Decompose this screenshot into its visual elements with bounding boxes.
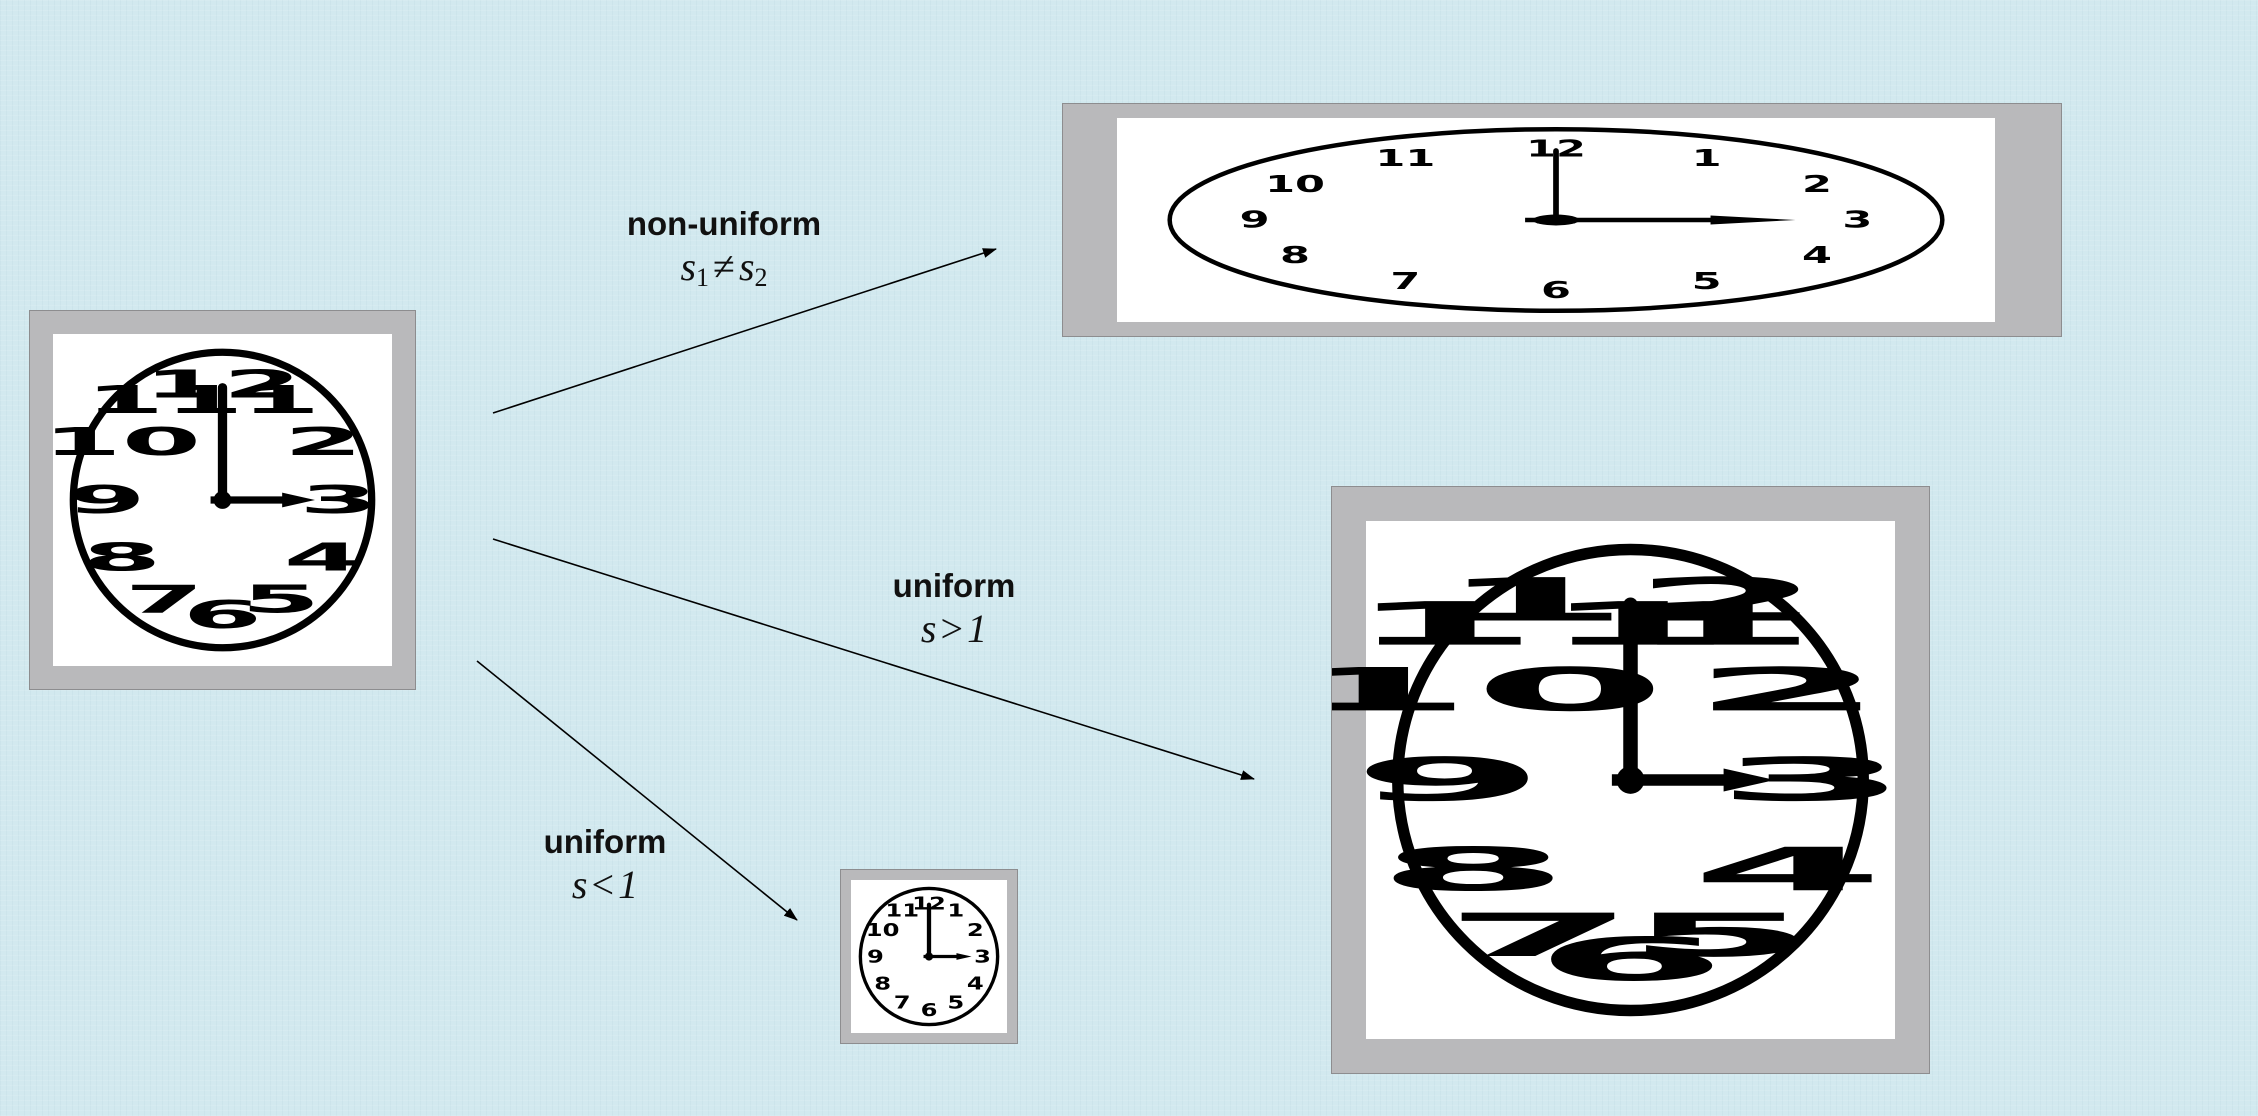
clock-numeral: 3 xyxy=(1842,206,1872,233)
label-uniform-shrink: uniform s<1 xyxy=(505,822,705,908)
clock-rim xyxy=(73,352,371,647)
clock-numeral: 10 xyxy=(866,920,900,941)
hour-hand-tip xyxy=(1723,768,1775,792)
clock-numeral: 6 xyxy=(183,593,262,637)
label-uniform-shrink-title: uniform xyxy=(543,823,667,860)
shrunk-clock-frame: 121234567891011 xyxy=(840,869,1018,1044)
hour-hand-tip xyxy=(1710,215,1796,225)
hour-hand-tip xyxy=(956,953,972,960)
label-uniform-shrink-condition: s<1 xyxy=(571,862,639,907)
clock-numeral: 1 xyxy=(241,378,320,422)
clock-numeral: 4 xyxy=(284,535,363,579)
clock-numeral: 6 xyxy=(1534,925,1727,994)
clock-numeral: 6 xyxy=(1541,277,1571,304)
clock-numeral: 9 xyxy=(1352,745,1545,814)
clock-icon: 121234567891011 xyxy=(1063,104,2061,336)
label-non-uniform: non-uniform s1≠s2 xyxy=(604,204,844,301)
label-non-uniform-condition: s1≠s2 xyxy=(680,244,768,292)
original-clock-frame: 121234567891011 xyxy=(29,310,416,690)
clock-numeral: 4 xyxy=(1802,242,1832,269)
clock-numeral: 2 xyxy=(284,420,363,464)
label-uniform-enlarge: uniform s>1 xyxy=(854,566,1054,652)
clock-numeral: 7 xyxy=(125,578,204,622)
clock-numeral: 8 xyxy=(82,535,161,579)
clock-numeral: 2 xyxy=(1691,656,1884,725)
clock-numeral: 3 xyxy=(974,946,991,967)
clock-numeral: 2 xyxy=(1802,171,1832,198)
clock-numeral: 1 xyxy=(947,900,964,921)
hour-hand-tip xyxy=(282,492,315,508)
clock-icon: 121234567891011 xyxy=(1332,487,1909,1073)
clock-numeral: 7 xyxy=(1390,268,1420,295)
clock-rim xyxy=(1170,129,1943,311)
clock-numeral: 11 xyxy=(1375,145,1435,172)
clock-numeral: 8 xyxy=(1377,835,1570,904)
clock-numeral: 2 xyxy=(967,920,984,941)
label-uniform-enlarge-condition: s>1 xyxy=(920,606,988,651)
clock-center xyxy=(1532,214,1580,226)
clock-numeral: 10 xyxy=(1332,656,1667,725)
label-uniform-enlarge-title: uniform xyxy=(892,567,1016,604)
clock-numeral: 5 xyxy=(947,992,964,1013)
clock-numeral: 6 xyxy=(921,999,938,1020)
clock-rim xyxy=(860,888,997,1024)
enlarged-clock-frame: 121234567891011 xyxy=(1331,486,1930,1074)
label-non-uniform-title: non-uniform xyxy=(626,205,822,242)
clock-numeral: 8 xyxy=(874,973,891,994)
clock-numeral: 4 xyxy=(967,973,984,994)
clock-numeral: 11 xyxy=(1346,590,1732,659)
clock-icon: 121234567891011 xyxy=(841,870,1017,1043)
clock-numeral: 5 xyxy=(1625,901,1818,970)
clock-center xyxy=(1616,766,1645,794)
clock-numeral: 10 xyxy=(42,420,201,464)
clock-numeral: 11 xyxy=(885,900,919,921)
clock-numeral: 9 xyxy=(1240,206,1270,233)
clock-numeral: 7 xyxy=(894,992,911,1013)
clock-icon: 121234567891011 xyxy=(42,311,415,689)
clock-rim xyxy=(1398,549,1864,1010)
clock-numeral: 10 xyxy=(1265,171,1325,198)
clock-center xyxy=(213,491,232,509)
clock-numeral: 5 xyxy=(1692,268,1722,295)
clock-numeral: 4 xyxy=(1691,835,1884,904)
clock-center xyxy=(924,952,934,961)
clock-numeral: 11 xyxy=(85,378,244,422)
clock-numeral: 1 xyxy=(1692,145,1722,172)
clock-numeral: 7 xyxy=(1443,901,1636,970)
clock-numeral: 5 xyxy=(241,578,320,622)
non-uniform-clock-frame: 121234567891011 xyxy=(1062,103,2062,337)
clock-numeral: 9 xyxy=(867,946,884,967)
clock-numeral: 1 xyxy=(1625,590,1818,659)
clock-numeral: 8 xyxy=(1280,242,1310,269)
clock-numeral: 9 xyxy=(66,478,145,522)
